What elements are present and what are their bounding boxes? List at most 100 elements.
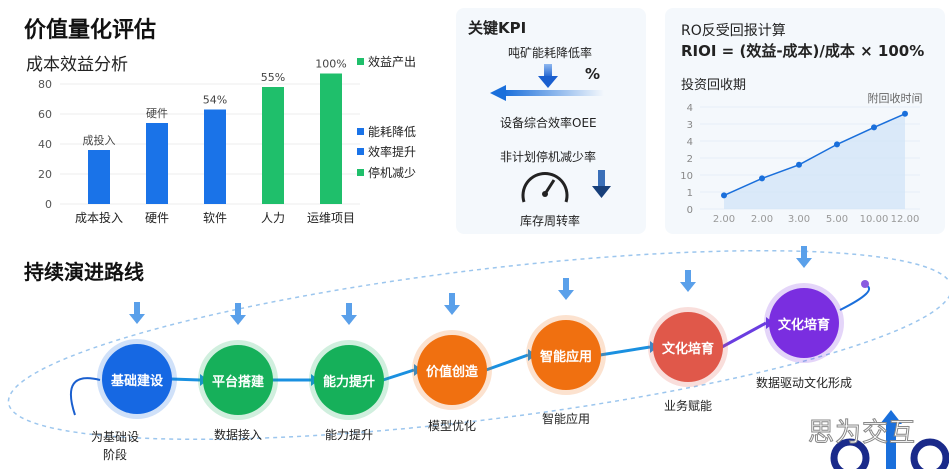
connector-arrow <box>599 345 651 357</box>
roadmap-step: 价值创造 <box>417 335 487 405</box>
section-subtitle: 成本效益分析 <box>26 55 128 75</box>
kpi-title: 关键KPI <box>468 19 527 37</box>
area-fill <box>724 113 905 209</box>
data-point <box>902 110 908 117</box>
x-tick-label: 3.00 <box>788 214 810 225</box>
roi-formula: RIOI = (效益-成本)/成本 × 100% <box>681 42 925 60</box>
data-label: 100% <box>315 58 346 71</box>
data-point <box>721 192 727 199</box>
roadmap-step: 文化培育 <box>653 312 723 382</box>
down-arrow-icon <box>129 314 145 324</box>
data-label: 54% <box>203 94 227 107</box>
roadmap-step-caption: 模型优化 <box>427 419 477 433</box>
kpi-arrows-icon <box>490 64 604 101</box>
x-tick-label: 10.00 <box>860 214 889 225</box>
x-tick-label: 硬件 <box>145 211 169 225</box>
bar <box>262 87 284 204</box>
legend-label: 停机减少 <box>368 166 417 180</box>
roadmap-step: 平台搭建 <box>203 345 273 415</box>
kpi-item: 设备综合效率OEE <box>500 116 597 130</box>
down-arrow-icon <box>680 282 696 292</box>
bar <box>204 109 226 204</box>
legend-label: 能耗降低 <box>368 125 417 139</box>
x-tick-label: 12.00 <box>891 214 920 225</box>
legend-item: 停机减少 <box>357 164 416 181</box>
down-arrow-icon <box>558 290 574 300</box>
down-arrow-icon <box>796 258 812 268</box>
x-tick-label: 软件 <box>203 211 227 225</box>
x-tick-label: 成本投入 <box>75 210 123 225</box>
down-arrow-icon <box>444 305 460 315</box>
y-tick-label: 40 <box>38 138 52 151</box>
y-tick-label: 20 <box>38 168 52 181</box>
x-tick-label: 运维项目 <box>307 211 355 225</box>
legend-label: 效率提升 <box>368 145 417 159</box>
section-title: 价值量化评估 <box>24 18 157 43</box>
down-arrow-icon <box>341 315 357 325</box>
roi-title: RO反受回报计算 <box>681 23 786 39</box>
legend-label: 效益产出 <box>368 55 417 69</box>
y-tick-label: 0 <box>45 198 52 211</box>
legend-swatch <box>357 128 364 135</box>
down-arrow-icon <box>685 270 691 284</box>
legend-swatch <box>357 148 364 155</box>
watermark-logo <box>830 410 949 469</box>
y-tick-label: 3 <box>687 120 693 131</box>
data-point <box>759 175 765 182</box>
y-tick-label: 60 <box>38 108 52 121</box>
data-point <box>796 161 802 168</box>
y-tick-label: 80 <box>38 78 52 91</box>
series-line <box>723 113 906 197</box>
kpi-item: 非计划停机减少率 <box>500 150 597 164</box>
roadmap-step-caption: 业务赋能 <box>663 399 713 413</box>
bar <box>146 123 168 204</box>
connector-arrow <box>485 353 529 372</box>
roadmap-step: 智能应用 <box>531 320 601 390</box>
watermark-text: 思为交互 <box>807 418 917 449</box>
y-tick-label: 4 <box>687 137 693 148</box>
connector-arrow <box>382 368 415 382</box>
roadmap-step: 能力提升 <box>314 345 384 415</box>
gauge-icon <box>521 171 569 203</box>
x-tick-label: 5.00 <box>826 214 848 225</box>
data-label: 55% <box>261 71 285 84</box>
down-arrow-icon <box>134 302 140 316</box>
legend-swatch <box>357 58 364 65</box>
down-arrow-icon <box>563 278 569 292</box>
down-arrow-icon <box>235 303 241 317</box>
x-tick-label: 2.00 <box>751 214 773 225</box>
y-tick-label: 4 <box>687 103 693 114</box>
down-arrow-icon <box>801 246 807 260</box>
legend-item: 效益产出 <box>357 53 416 70</box>
down-arrow-icon <box>449 293 455 307</box>
x-tick-label: 人力 <box>261 211 285 225</box>
bar <box>88 150 110 204</box>
y-tick-label: 2 <box>687 154 693 165</box>
kpi-percent: % <box>585 65 601 83</box>
data-point <box>871 124 877 131</box>
down-arrow-icon <box>592 170 611 198</box>
data-label: 硬件 <box>146 107 168 120</box>
y-tick-label: 1 <box>687 188 693 199</box>
roadmap-orbit <box>7 249 949 441</box>
roadmap-step-caption: 智能应用 <box>541 412 591 426</box>
y-tick-label: 0 <box>687 205 693 216</box>
roadmap-step: 基础建设 <box>102 344 172 414</box>
line-chart-title: 投资回收期 <box>681 78 747 93</box>
roadmap-step-caption: 数据驱动文化形成 <box>755 376 853 390</box>
connector-arrow <box>721 321 767 349</box>
roadmap-step: 文化培育 <box>769 288 839 358</box>
series-label: 附回收时间 <box>868 91 923 105</box>
kpi-item: 库存周转率 <box>520 214 581 228</box>
roadmap-step-caption: 为基础设 阶段 <box>90 430 140 462</box>
kpi-panel <box>456 8 646 234</box>
bar <box>320 73 342 204</box>
x-tick-label: 2.00 <box>713 214 735 225</box>
roadmap-step-caption: 能力提升 <box>324 428 374 442</box>
down-arrow-icon <box>230 315 246 325</box>
legend-item: 效率提升 <box>357 143 416 160</box>
roadmap-title: 持续演进路线 <box>24 260 144 284</box>
